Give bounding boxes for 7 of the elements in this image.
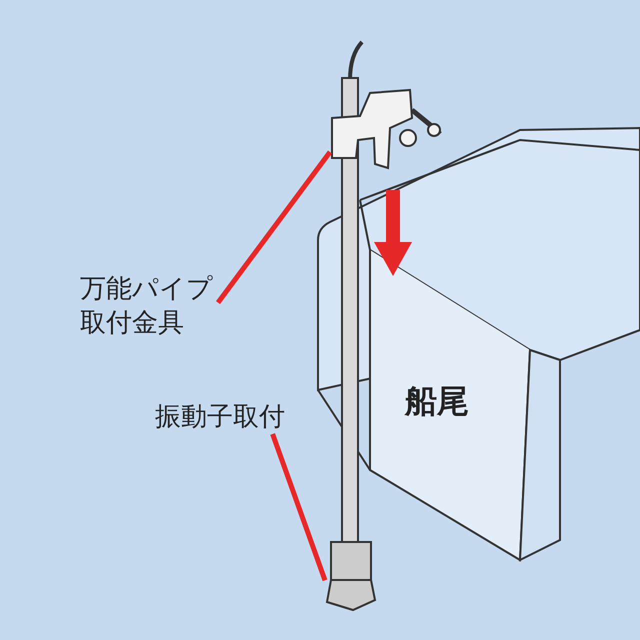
part-label: 船尾 bbox=[405, 381, 469, 422]
part-label: 振動子取付 bbox=[155, 400, 295, 434]
transducer-mount-drawing bbox=[325, 540, 377, 612]
leader-line bbox=[270, 433, 328, 582]
clamp-bracket-drawing bbox=[330, 88, 442, 170]
part-label: 万能パイプ取付金具 bbox=[80, 272, 218, 340]
leader-line bbox=[216, 150, 332, 304]
